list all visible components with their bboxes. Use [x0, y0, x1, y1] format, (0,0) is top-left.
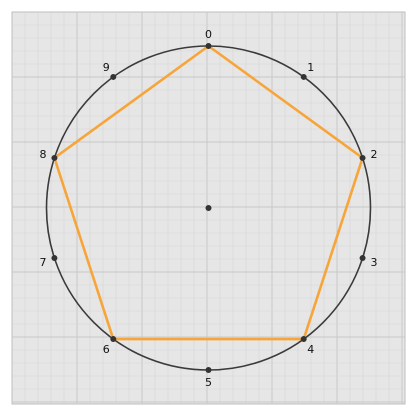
circle-point-8	[51, 154, 58, 161]
circle-point-6	[110, 336, 117, 343]
point-labels: 0 1 2 3 4 5 6 7 8 9	[40, 28, 378, 389]
point-label-8: 8	[40, 148, 47, 161]
circle-points	[51, 43, 366, 373]
circle-point-9	[110, 73, 117, 80]
circle-point-4	[300, 336, 307, 343]
circle-point-1	[300, 73, 307, 80]
point-label-1: 1	[307, 61, 314, 74]
point-label-9: 9	[103, 61, 110, 74]
point-label-3: 3	[370, 256, 377, 269]
circle-point-0	[205, 43, 212, 49]
point-label-0: 0	[205, 28, 212, 41]
point-label-5: 5	[205, 376, 212, 389]
point-label-6: 6	[103, 343, 110, 356]
point-label-4: 4	[307, 343, 314, 356]
circle-point-7	[51, 255, 58, 262]
point-label-2: 2	[370, 148, 377, 161]
star-polygon	[53, 44, 364, 341]
point-label-7: 7	[40, 256, 47, 269]
circle-point-3	[359, 255, 366, 262]
circle-point-5	[205, 367, 212, 373]
grid	[12, 12, 405, 404]
center-point	[205, 205, 212, 211]
circle-point-2	[359, 154, 366, 161]
